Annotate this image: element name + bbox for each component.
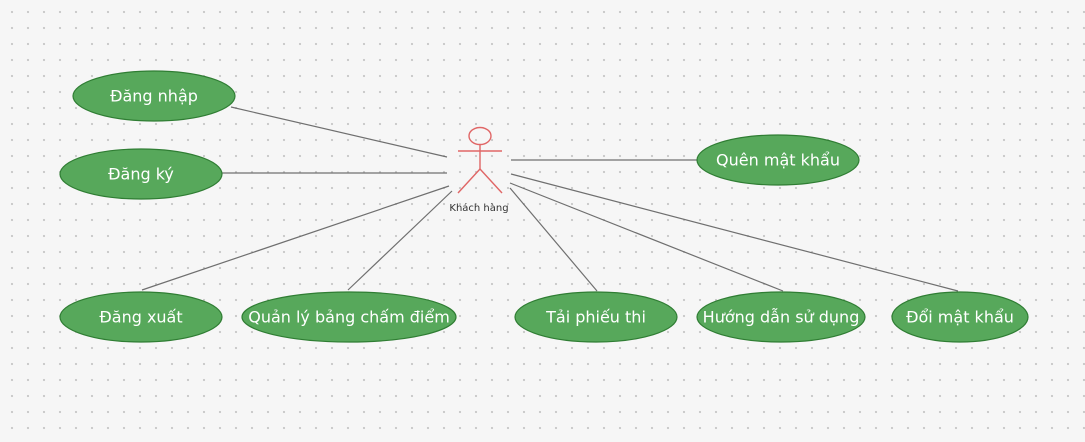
connector-change-password (510, 173, 959, 292)
use-case-register[interactable]: Đăng ký (59, 148, 223, 200)
use-case-shape (514, 291, 678, 343)
use-case-label: Đổi mật khẩu (906, 308, 1014, 327)
use-case-user-guide[interactable]: Hướng dẫn sử dụng (696, 291, 866, 343)
use-case-shape (696, 291, 866, 343)
use-case-shape (696, 134, 860, 186)
use-case-shape (72, 70, 236, 122)
use-case-label: Đăng ký (108, 165, 174, 184)
connector-manage-scoreboard (347, 190, 453, 291)
use-case-logout[interactable]: Đăng xuất (59, 291, 223, 343)
connector-user-guide (509, 182, 784, 292)
use-case-label: Tải phiếu thi (545, 308, 646, 327)
use-case-label: Quản lý bảng chấm điểm (248, 308, 450, 327)
stick-figure-icon (457, 126, 503, 194)
actor-label: Khách hàng (449, 202, 508, 214)
actor-khach-hang[interactable]: Khách hàng (449, 126, 509, 215)
use-case-shape (891, 291, 1029, 343)
use-case-change-password[interactable]: Đổi mật khẩu (891, 291, 1029, 343)
use-case-label: Đăng xuất (99, 308, 182, 327)
connector-login (230, 106, 448, 158)
use-case-label: Hướng dẫn sử dụng (703, 308, 860, 327)
use-case-shape (59, 291, 223, 343)
use-case-label: Quên mật khẩu (716, 151, 840, 170)
use-case-shape (241, 291, 457, 343)
connector-logout (141, 185, 450, 291)
use-case-login[interactable]: Đăng nhập (72, 70, 236, 122)
use-case-manage-scoreboard[interactable]: Quản lý bảng chấm điểm (241, 291, 457, 343)
use-case-shape (59, 148, 223, 200)
use-case-forgot-password[interactable]: Quên mật khẩu (696, 134, 860, 186)
use-case-label: Đăng nhập (110, 87, 198, 106)
connector-download-exam-slip (509, 187, 598, 292)
connectors (141, 106, 959, 292)
use-case-download-exam-slip[interactable]: Tải phiếu thi (514, 291, 678, 343)
